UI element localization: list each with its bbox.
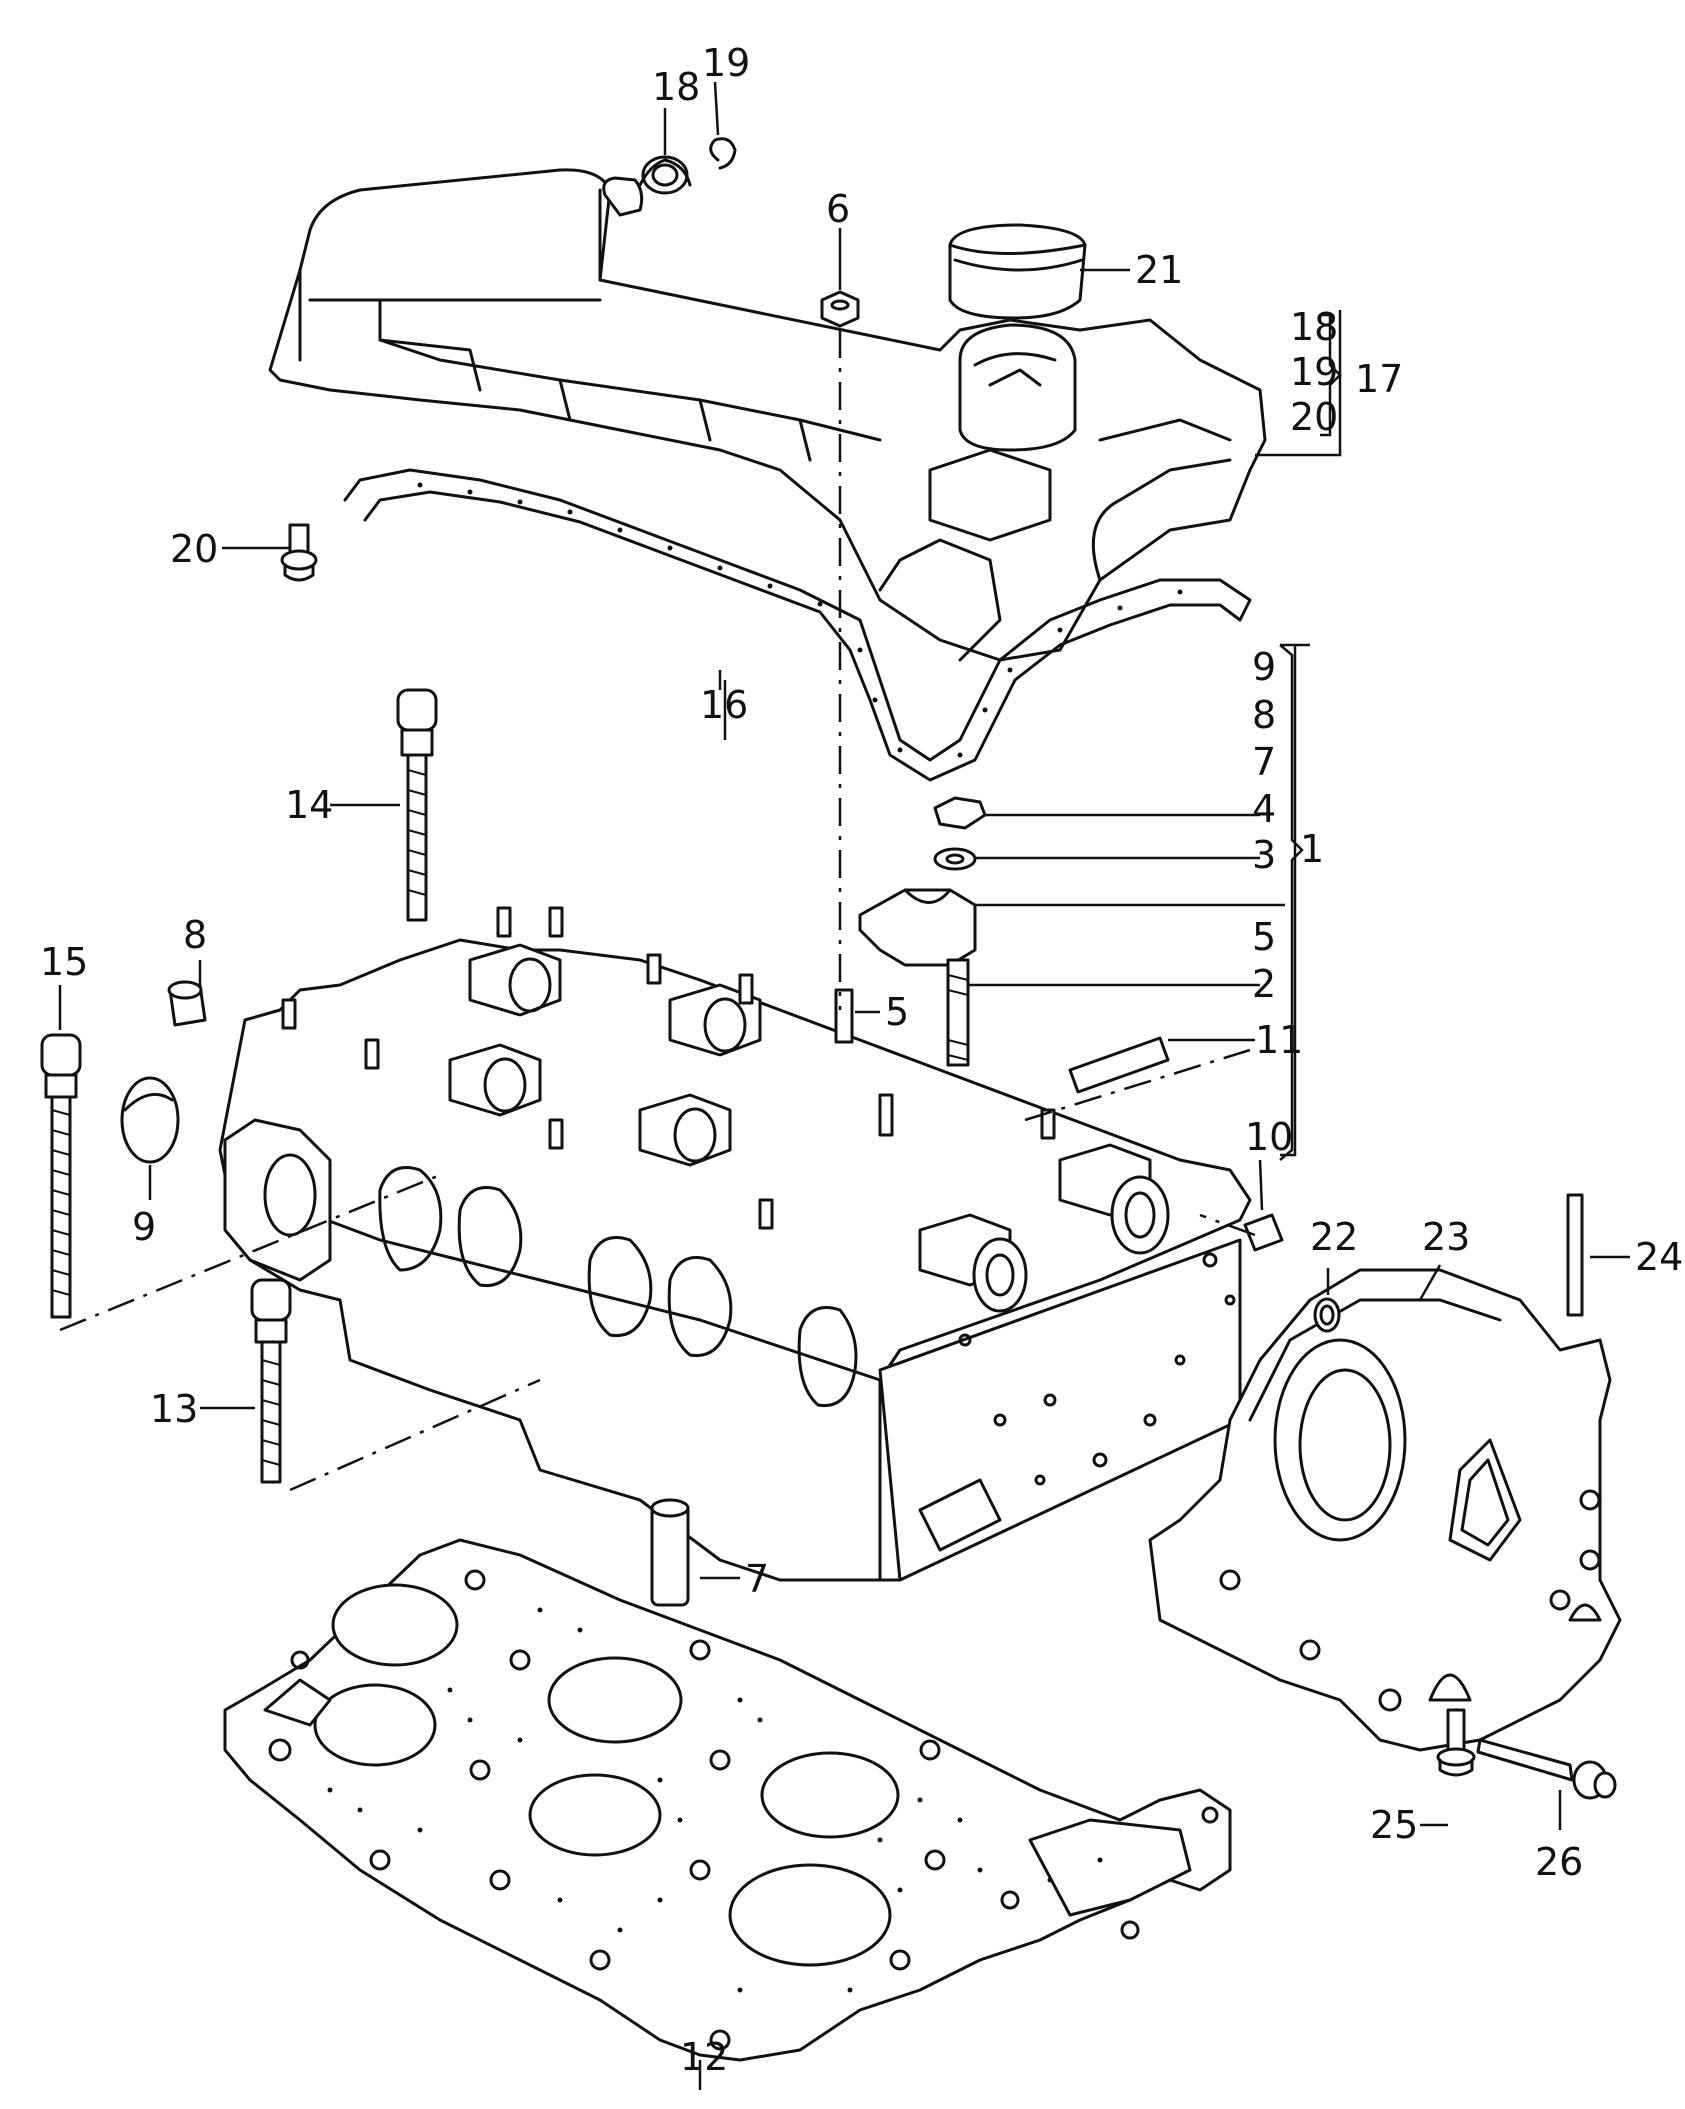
callout-13: 13 — [150, 1387, 198, 1431]
callout-9: 9 — [132, 1205, 156, 1249]
valve-cover — [268, 168, 1267, 662]
callout-23: 23 — [1422, 1215, 1470, 1259]
callout-10: 10 — [1245, 1115, 1293, 1159]
callout-16: 16 — [700, 683, 748, 727]
callout-24: 24 — [1635, 1235, 1683, 1279]
valve-cover-gasket — [343, 468, 1252, 782]
cylinder-head — [218, 906, 1252, 1582]
callout-20: 20 — [170, 527, 218, 571]
bolt-26 — [1476, 1738, 1617, 1800]
oil-filler-cap-21 — [948, 223, 1087, 320]
bolt-20 — [280, 523, 318, 582]
callout-11: 11 — [1255, 1018, 1303, 1062]
callout-bracket-5: 5 — [1252, 915, 1276, 959]
stud-24 — [1566, 1193, 1584, 1317]
group-brackets — [1279, 313, 1342, 1161]
nut-6 — [820, 290, 860, 328]
head-bolt-13 — [250, 1278, 292, 1484]
breather-spring-18 — [638, 155, 692, 195]
callout-26: 26 — [1535, 1840, 1583, 1884]
callout-bracket-7: 7 — [1252, 740, 1276, 784]
alignment-lines — [59, 330, 1256, 1492]
washer-3 — [933, 847, 977, 871]
callout-labels: 18 19 6 21 18 19 20 17 20 16 9 8 7 4 3 1… — [40, 41, 1683, 2079]
callout-2: 2 — [1252, 962, 1276, 1006]
callout-25: 25 — [1370, 1803, 1418, 1847]
hose-clip-19 — [709, 137, 737, 170]
plug-9 — [120, 1076, 180, 1164]
dowel-11 — [1068, 1036, 1170, 1094]
callout-1: 1 — [1300, 827, 1324, 871]
bolt-25 — [1436, 1708, 1476, 1777]
callout-12: 12 — [680, 2035, 728, 2079]
callout-5: 5 — [885, 990, 909, 1034]
nut-4 — [933, 796, 987, 830]
head-bolt-15 — [40, 1033, 82, 1319]
callout-bracket-8: 8 — [1252, 693, 1276, 737]
callout-15: 15 — [40, 940, 88, 984]
head-bolt-14 — [396, 688, 438, 922]
callout-14: 14 — [285, 783, 333, 827]
callout-bracket-9: 9 — [1252, 645, 1276, 689]
callout-22: 22 — [1310, 1215, 1358, 1259]
stud-5 — [834, 988, 854, 1044]
stud-2 — [946, 958, 970, 1067]
callout-21: 21 — [1135, 248, 1183, 292]
callout-18: 18 — [652, 65, 700, 109]
o-ring-22 — [1313, 1297, 1341, 1333]
callout-7: 7 — [745, 1557, 769, 1601]
callout-19: 19 — [702, 41, 750, 85]
head-gasket — [223, 1538, 1232, 2062]
pin-10 — [1243, 1213, 1284, 1252]
bearing-cap — [858, 888, 977, 967]
rear-cover-23 — [1148, 1268, 1622, 1752]
sleeve-7 — [650, 1498, 690, 1607]
callout-17: 17 — [1355, 357, 1403, 401]
callout-4: 4 — [1252, 787, 1276, 831]
callout-3: 3 — [1252, 833, 1276, 877]
callout-6: 6 — [826, 187, 850, 231]
callout-8: 8 — [183, 913, 207, 957]
sleeve-8 — [167, 980, 207, 1027]
